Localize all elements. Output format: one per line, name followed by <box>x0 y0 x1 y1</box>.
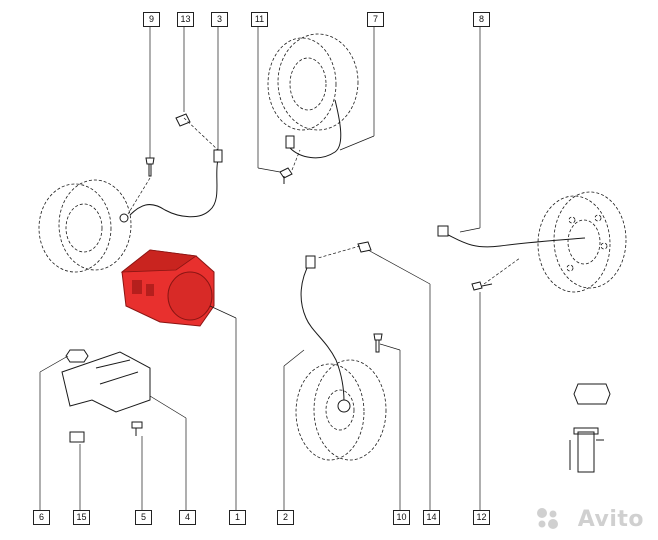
callout-6: 6 <box>33 510 50 525</box>
wheel-top-middle <box>267 33 359 131</box>
callout-1: 1 <box>229 510 246 525</box>
dashed-leaders <box>127 117 521 285</box>
callout-9: 9 <box>143 12 160 27</box>
bolt-11 <box>279 167 293 184</box>
detail-bolt <box>573 427 599 473</box>
bolt-12 <box>471 281 493 291</box>
callout-4: 4 <box>179 510 196 525</box>
detail-nut <box>573 383 611 405</box>
avito-logo-icon <box>537 508 558 529</box>
callout-3: 3 <box>211 12 228 27</box>
clip-13 <box>175 113 191 127</box>
bracket-4 <box>61 351 151 413</box>
screw-5 <box>131 421 143 436</box>
bolt-10 <box>373 333 383 353</box>
sensor-cable-front-right <box>289 99 342 159</box>
wheel-right <box>537 191 627 293</box>
clip-14 <box>357 241 372 253</box>
callout-12: 12 <box>473 510 490 525</box>
abs-hydraulic-unit <box>120 249 215 327</box>
callout-10: 10 <box>393 510 410 525</box>
nut-6 <box>65 349 89 363</box>
callout-11: 11 <box>251 12 268 27</box>
wheel-top-left <box>38 179 132 273</box>
bushing-15 <box>69 431 85 443</box>
callout-8: 8 <box>473 12 490 27</box>
callout-13: 13 <box>177 12 194 27</box>
callout-14: 14 <box>423 510 440 525</box>
callout-7: 7 <box>367 12 384 27</box>
callout-15: 15 <box>73 510 90 525</box>
leader-lines <box>39 22 481 510</box>
sensor-cable-rear-right <box>441 231 586 248</box>
sensor-cable-rear-left <box>300 261 345 403</box>
callout-2: 2 <box>277 510 294 525</box>
callout-5: 5 <box>135 510 152 525</box>
sensor-cable-front-left <box>129 159 219 218</box>
detail-x-arrow <box>569 439 604 470</box>
wheel-bottom-middle <box>295 359 387 461</box>
bolt-9 <box>145 157 155 177</box>
watermark-text: Avito <box>577 507 644 532</box>
